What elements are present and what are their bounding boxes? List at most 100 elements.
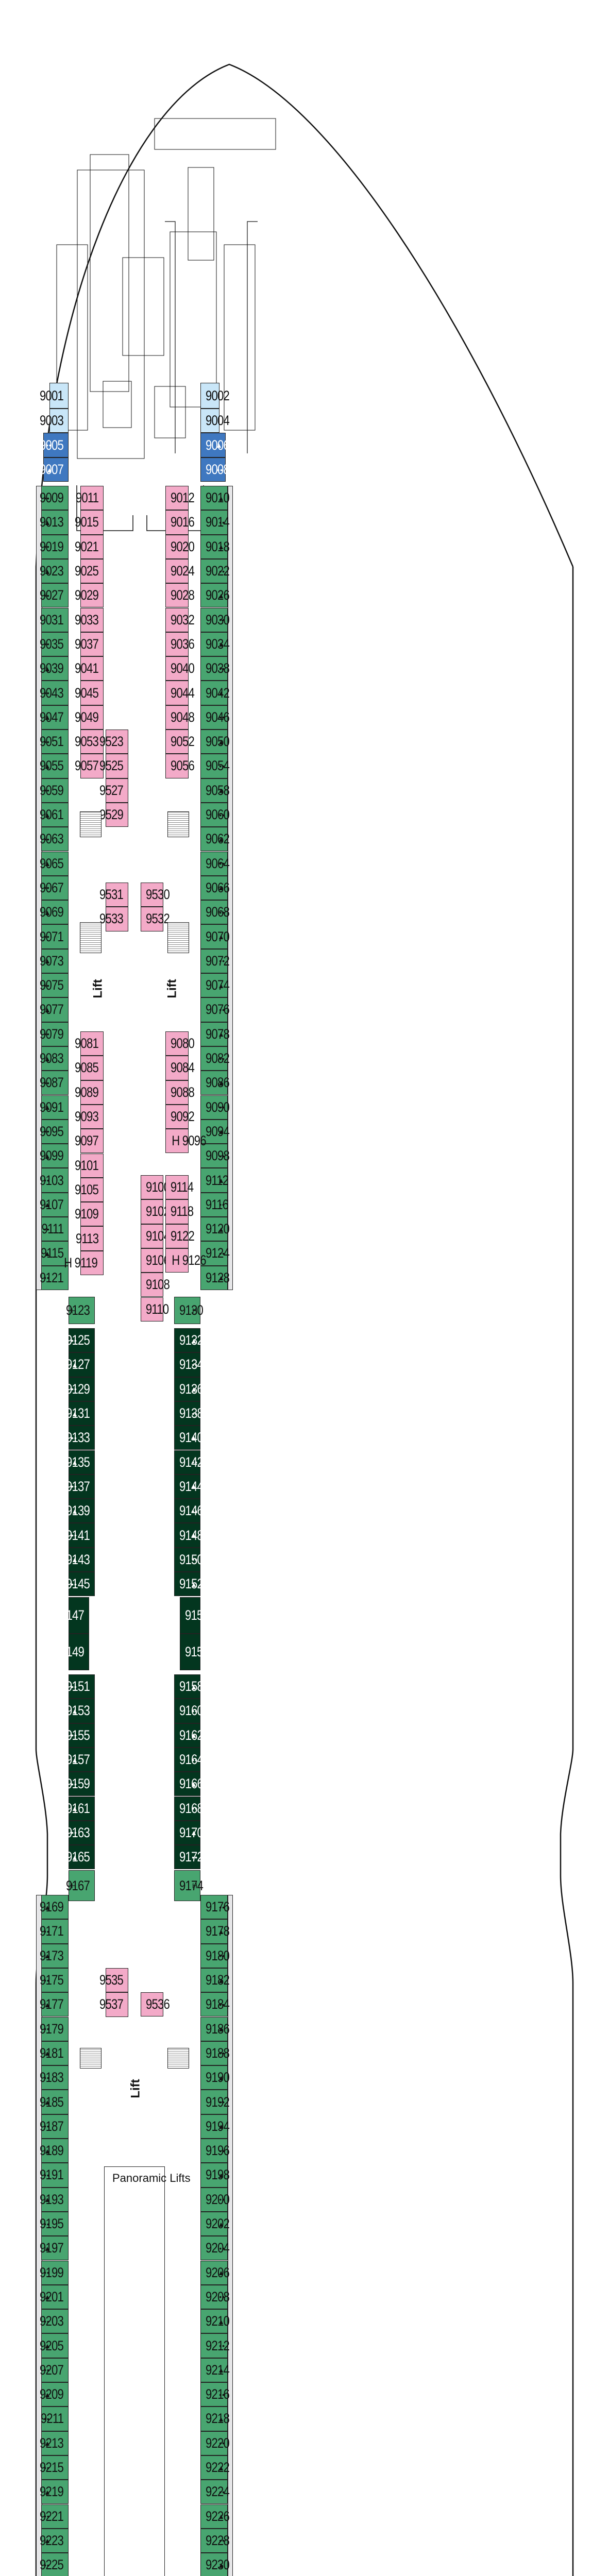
cabin[interactable]: 9037 [75,632,104,657]
cabin[interactable]: ▲9182 [200,1968,230,1993]
cabin[interactable]: 9045 [75,681,104,705]
cabin[interactable]: ••9150 [174,1547,204,1572]
cabin[interactable]: ▲9023 [40,558,69,584]
cabin[interactable]: ••9196 [200,2139,230,2163]
cabin[interactable]: ••9008 [200,457,230,482]
cabin[interactable]: ••9090 [200,1095,230,1120]
cabin[interactable]: ▲9065 [40,851,69,876]
cabin[interactable]: 9001 [40,383,69,409]
cabin[interactable]: 9052 [165,730,195,754]
cabin[interactable]: ••9137 [66,1474,95,1499]
cabin[interactable]: ••9076 [200,997,230,1022]
cabin[interactable]: ▲9007 [40,457,69,482]
cabin[interactable]: ▲9050 [200,730,230,754]
cabin[interactable]: 9002 [200,383,230,409]
cabin[interactable]: ▲9099 [40,1144,69,1168]
cabin[interactable]: 9015 [75,510,104,535]
cabin[interactable]: ▲9078 [200,1022,230,1046]
cabin[interactable]: ••9064 [200,851,230,876]
cabin[interactable]: 9527 [99,778,128,803]
cabin[interactable]: ▲9190 [200,2065,230,2090]
cabin[interactable]: ▲9128 [200,1265,230,1290]
cabin[interactable]: ▲9070 [200,924,230,949]
cabin[interactable]: ▲9173 [40,1943,69,1968]
cabin[interactable]: ••9208 [200,2284,230,2310]
cabin[interactable]: 9085 [75,1056,104,1080]
cabin[interactable]: ••9187 [40,2114,69,2139]
cabin[interactable]: ▲9218 [200,2406,230,2431]
cabin[interactable]: ▲9197 [40,2236,69,2261]
cabin[interactable]: ••9068 [200,900,230,925]
cabin[interactable]: ••9046 [200,705,230,730]
cabin[interactable]: ▲9153 [66,1699,95,1723]
cabin[interactable]: ▲9157 [66,1747,95,1772]
cabin[interactable]: 9021 [75,534,104,559]
cabin[interactable]: ▲9181 [40,2041,69,2066]
cabin[interactable]: ••9212 [200,2333,230,2358]
cabin[interactable]: ▲9131 [66,1401,95,1426]
cabin[interactable]: 9532 [141,907,170,931]
cabin[interactable]: ▲9042 [200,681,230,705]
cabin[interactable]: ▲9112 [200,1168,229,1193]
cabin[interactable]: ••9215 [40,2455,69,2480]
cabin[interactable]: ••9142 [174,1450,204,1475]
cabin[interactable]: 9084 [165,1056,195,1080]
cabin[interactable]: ▲9069 [40,900,69,925]
cabin[interactable]: ••9172 [174,1845,204,1870]
cabin[interactable]: ••9164 [174,1747,204,1772]
cabin[interactable]: ••9188 [200,2041,230,2066]
cabin[interactable]: 9109 [75,1202,104,1227]
cabin[interactable]: ▲9144 [174,1474,204,1499]
cabin[interactable]: ▲9061 [40,802,69,827]
cabin[interactable]: 9535 [99,1968,128,1993]
cabin[interactable]: ▲9170 [174,1820,204,1845]
cabin[interactable]: ••9151 [66,1674,95,1699]
cabin[interactable]: ▲9143 [66,1547,95,1572]
cabin[interactable]: ▲9194 [200,2114,230,2139]
cabin[interactable]: 9033 [75,607,104,632]
cabin[interactable]: ••9184 [200,1992,230,2017]
cabin[interactable]: ••9160 [174,1699,204,1723]
cabin[interactable]: ▲9198 [200,2163,230,2188]
cabin[interactable]: ▲9189 [40,2139,69,2163]
cabin[interactable]: ▲9213 [40,2431,69,2455]
cabin[interactable]: ▲9169 [40,1895,69,1920]
cabin[interactable]: ••9038 [200,656,230,681]
cabin[interactable]: ▲9158 [174,1674,204,1699]
cabin[interactable]: ••9221 [40,2504,69,2529]
cabin[interactable]: 9044 [165,681,195,705]
cabin[interactable]: ••9059 [40,778,69,803]
cabin[interactable]: ••9199 [40,2260,69,2285]
cabin[interactable]: 9531 [99,883,128,907]
cabin[interactable]: ▲9055 [40,754,69,778]
cabin[interactable]: ••9060 [200,802,230,827]
cabin[interactable]: ••9051 [40,730,69,754]
cabin[interactable]: ••9183 [40,2065,69,2090]
cabin[interactable]: ••9171 [40,1919,69,1944]
cabin[interactable]: ▲9074 [200,973,230,998]
cabin[interactable]: ••9168 [174,1796,204,1821]
cabin[interactable]: 9118 [165,1199,194,1224]
cabin[interactable]: 9101 [75,1153,104,1178]
cabin[interactable]: ••9103 [40,1168,69,1193]
cabin[interactable]: 9105 [75,1177,104,1202]
cabin[interactable]: ▲9222 [200,2455,230,2480]
cabin[interactable]: ••9228 [200,2528,230,2553]
cabin[interactable]: H 9126 [165,1248,207,1273]
cabin[interactable]: ▲9034 [200,632,230,657]
cabin[interactable]: ••9005 [40,433,69,457]
cabin[interactable]: ▲9073 [40,948,69,973]
cabin[interactable]: 9154 [180,1597,209,1634]
cabin[interactable]: 9031 [40,607,69,632]
cabin[interactable]: ••9138 [174,1401,204,1426]
cabin[interactable]: 9040 [165,656,195,681]
cabin[interactable]: ▲9120 [200,1217,230,1242]
cabin[interactable]: ▲9193 [40,2187,69,2212]
cabin[interactable]: ▲9185 [40,2090,69,2114]
cabin[interactable]: ▲9139 [66,1499,95,1523]
cabin[interactable]: 9529 [99,802,128,827]
cabin[interactable]: ▲9165 [66,1845,95,1870]
cabin[interactable]: 9011 [76,486,104,511]
